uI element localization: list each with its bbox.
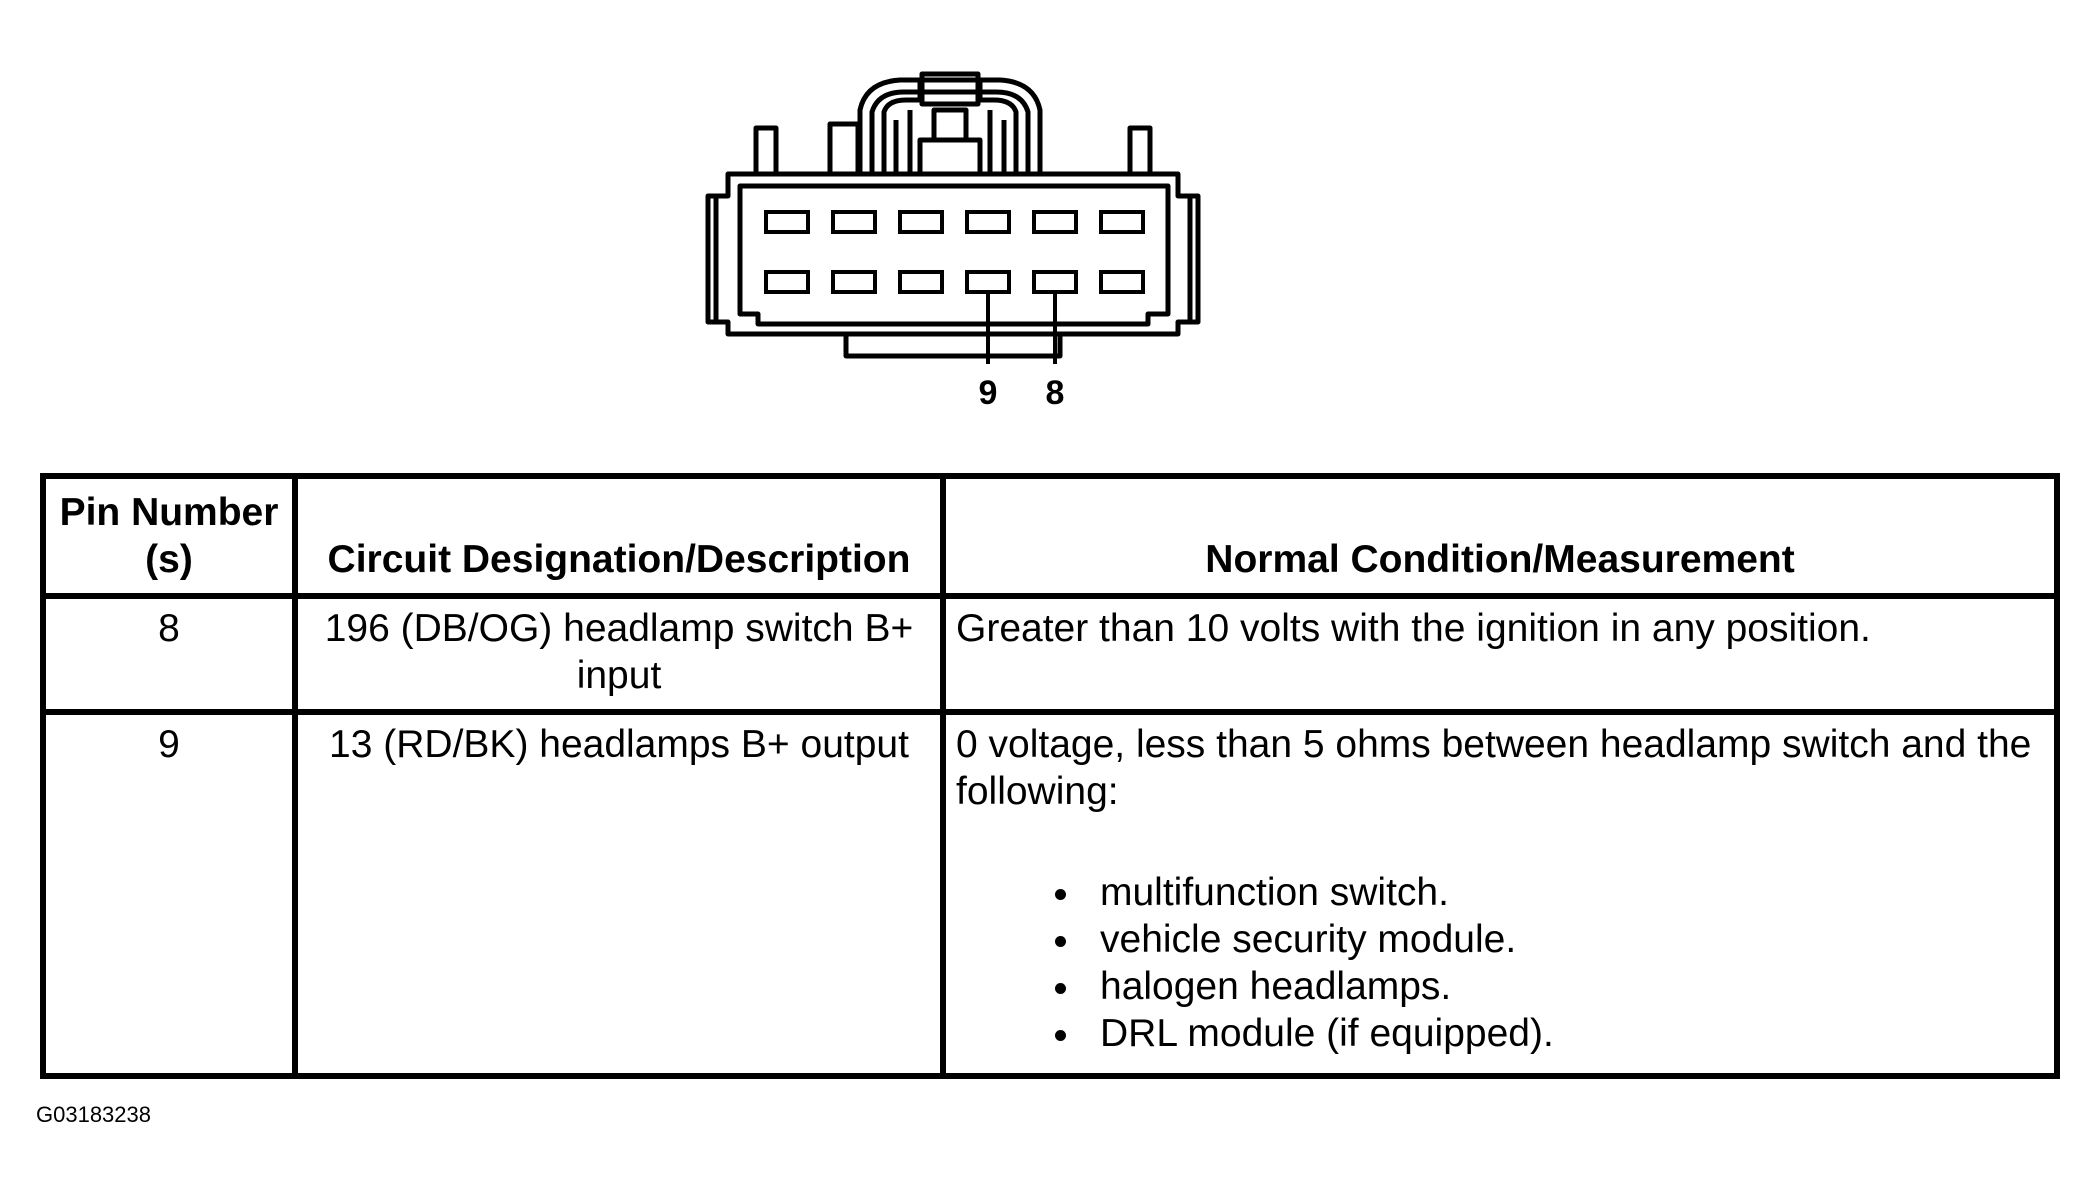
list-item: halogen headlamps. [1084, 963, 2044, 1010]
connector-diagram: 9 8 [705, 71, 1201, 412]
header-pin-line2: (s) [145, 538, 193, 581]
row-condition: Greater than 10 volts with the ignition … [940, 593, 2060, 715]
condition-bullet-list: multifunction switch. vehicle security m… [956, 869, 2044, 1057]
row-circuit: 196 (DB/OG) headlamp switch B+ input [292, 593, 946, 715]
list-item: multifunction switch. [1084, 869, 2044, 916]
row-condition-cell: 0 voltage, less than 5 ohms between head… [940, 709, 2060, 1079]
table-row: 8 196 (DB/OG) headlamp switch B+ input G… [40, 593, 2060, 715]
header-pin-line1: Pin Number [59, 491, 279, 534]
connector-shell [705, 171, 1201, 337]
header-condition: Normal Condition/Measurement [940, 473, 2060, 599]
list-item: vehicle security module. [1084, 916, 2044, 963]
pin-8-callout: 8 [1046, 374, 1065, 412]
row-pin: 8 [40, 593, 298, 715]
figure-id: G03183238 [36, 1102, 151, 1127]
header-pin-number: Pin Number (s) [40, 473, 298, 599]
pin-table: Pin Number (s) Circuit Designation/Descr… [40, 473, 2060, 1079]
header-circuit: Circuit Designation/Description [292, 473, 946, 599]
pin-cavities [764, 210, 1145, 294]
row-condition: 0 voltage, less than 5 ohms between head… [956, 723, 2032, 813]
connector-face [737, 183, 1171, 327]
row-circuit: 13 (RD/BK) headlamps B+ output [292, 709, 946, 1079]
list-item: DRL module (if equipped). [1084, 1010, 2044, 1057]
row-pin: 9 [40, 709, 298, 1079]
pin-9-callout: 9 [979, 374, 998, 412]
table-row: 9 13 (RD/BK) headlamps B+ output 0 volta… [40, 709, 2060, 1079]
